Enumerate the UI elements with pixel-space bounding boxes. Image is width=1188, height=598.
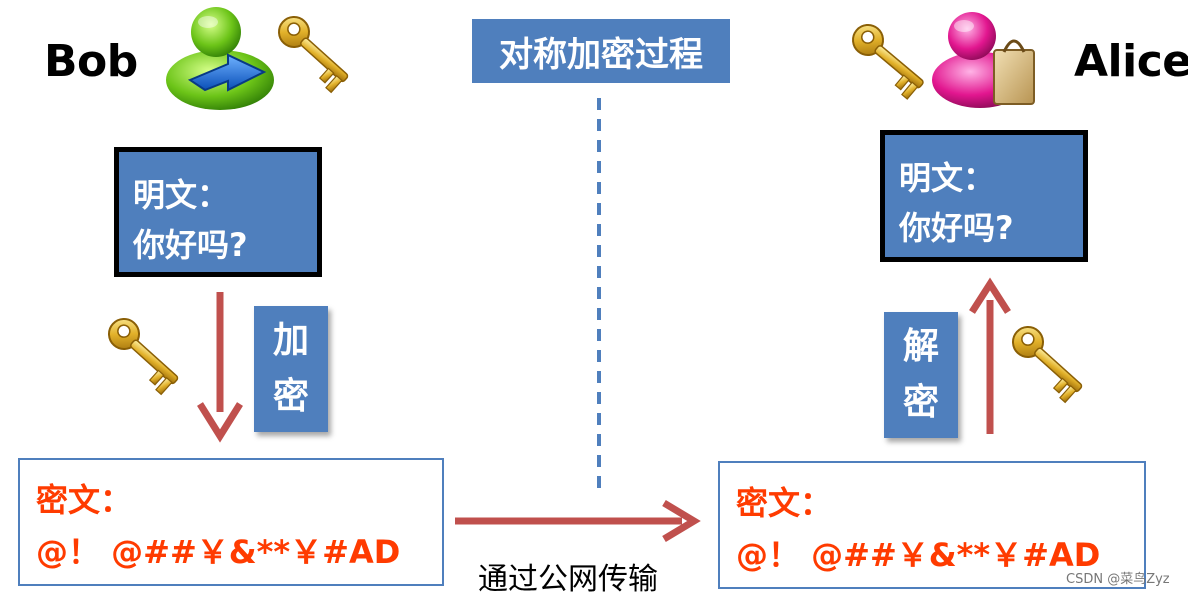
encrypt-label-box: 加 密 (254, 306, 328, 432)
sender-ciphertext-box: 密文： @！ @##￥&**￥#AD (18, 458, 444, 586)
receiver-plaintext-text: 你好吗? (899, 209, 1014, 247)
sender-ciphertext-label: 密文： (36, 481, 133, 519)
key-icon-encrypt (98, 311, 188, 397)
receiver-plaintext-label: 明文： (899, 159, 996, 197)
encrypt-char-1: 加 (272, 320, 309, 361)
transmission-arrow (455, 499, 701, 543)
receiver-name: Alice (1074, 36, 1188, 87)
decrypt-char-1: 解 (902, 326, 939, 367)
encrypt-char-2: 密 (272, 376, 309, 417)
receiver-avatar-icon (932, 12, 1035, 108)
sender-name: Bob (44, 36, 138, 87)
sender-plaintext-label: 明文： (133, 176, 230, 214)
key-icon-top-left (268, 9, 358, 95)
sender-plaintext-box: 明文： 你好吗? (114, 147, 322, 277)
transmission-caption: 通过公网传输 (478, 562, 658, 597)
decrypt-label-box: 解 密 (884, 312, 958, 438)
receiver-ciphertext-box: 密文： @！ @##￥&**￥#AD (718, 461, 1146, 589)
encrypt-arrow (197, 292, 243, 443)
receiver-ciphertext-text: @！ @##￥&**￥#AD (736, 536, 1101, 574)
watermark: CSDN @菜鸟Zyz (1066, 572, 1170, 587)
decrypt-arrow (969, 277, 1011, 434)
sender-avatar-icon (166, 7, 274, 110)
key-icon-top-right (842, 17, 933, 102)
receiver-ciphertext-label: 密文： (736, 484, 833, 522)
diagram-title: 对称加密过程 (472, 19, 730, 83)
decrypt-char-2: 密 (902, 382, 939, 423)
diagram-title-text: 对称加密过程 (499, 34, 703, 75)
receiver-plaintext-box: 明文： 你好吗? (880, 130, 1088, 262)
key-icon-decrypt (1002, 319, 1092, 405)
sender-plaintext-text: 你好吗? (133, 226, 248, 264)
sender-ciphertext-text: @！ @##￥&**￥#AD (36, 533, 401, 571)
